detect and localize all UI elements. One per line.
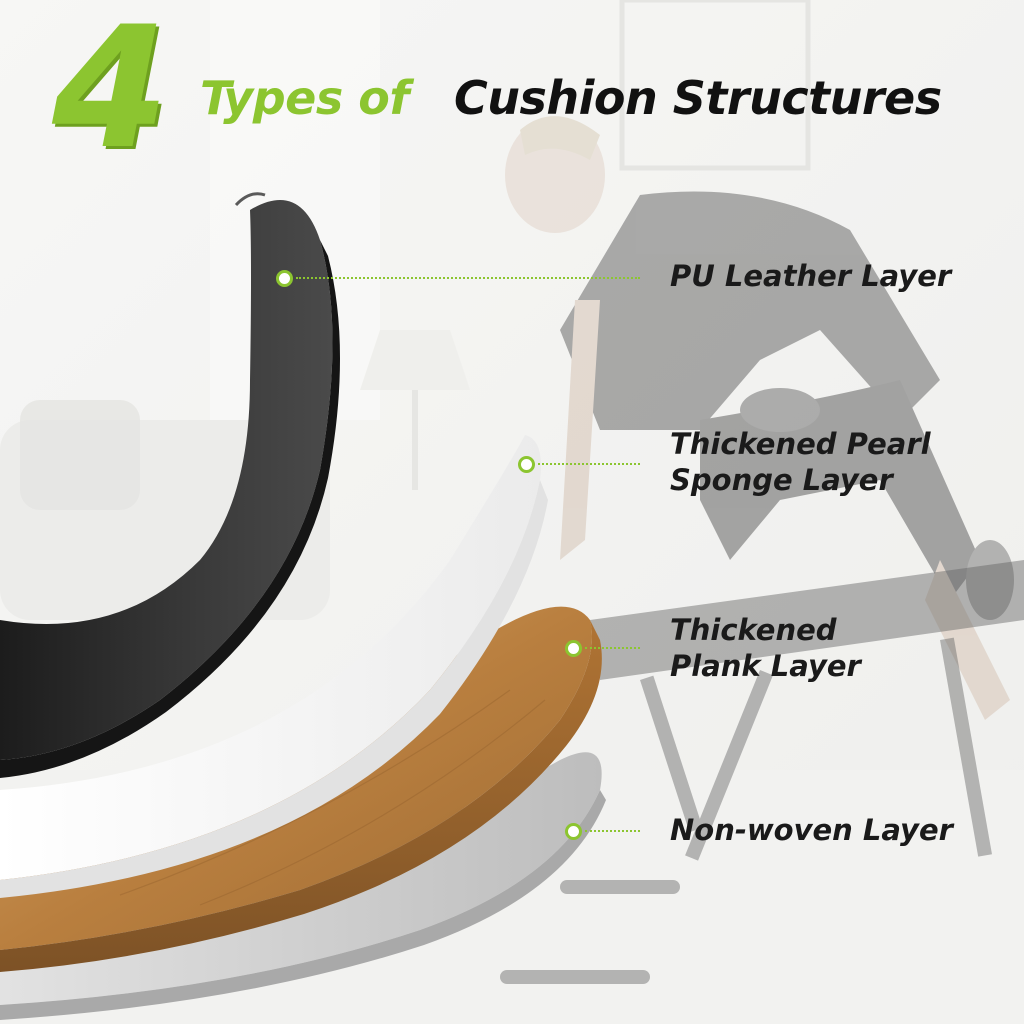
heading-title: Cushion Structures (454, 71, 942, 125)
callout-line-non-woven (585, 830, 640, 832)
callout-dot-pu-leather (276, 270, 293, 287)
pearl-sponge-layer-image (0, 435, 548, 898)
label-non-woven: Non-woven Layer (670, 813, 953, 847)
callout-dot-non-woven (565, 823, 582, 840)
label-pearl-sponge: Thickened Pearl Sponge Layer (670, 427, 931, 497)
heading-number: 4 (52, 0, 169, 186)
page-heading: 4 Types of Cushion Structures (52, 4, 1012, 172)
pu-leather-layer-image (0, 192, 340, 778)
callout-line-plank (585, 647, 640, 649)
heading-highlight: Types of (200, 71, 409, 125)
callout-dot-plank (565, 640, 582, 657)
callout-dot-pearl-sponge (518, 456, 535, 473)
callout-line-pu-leather (296, 277, 640, 279)
label-pu-leather: PU Leather Layer (670, 259, 952, 293)
label-plank: Thickened Plank Layer (670, 613, 861, 683)
callout-line-pearl-sponge (538, 463, 640, 465)
